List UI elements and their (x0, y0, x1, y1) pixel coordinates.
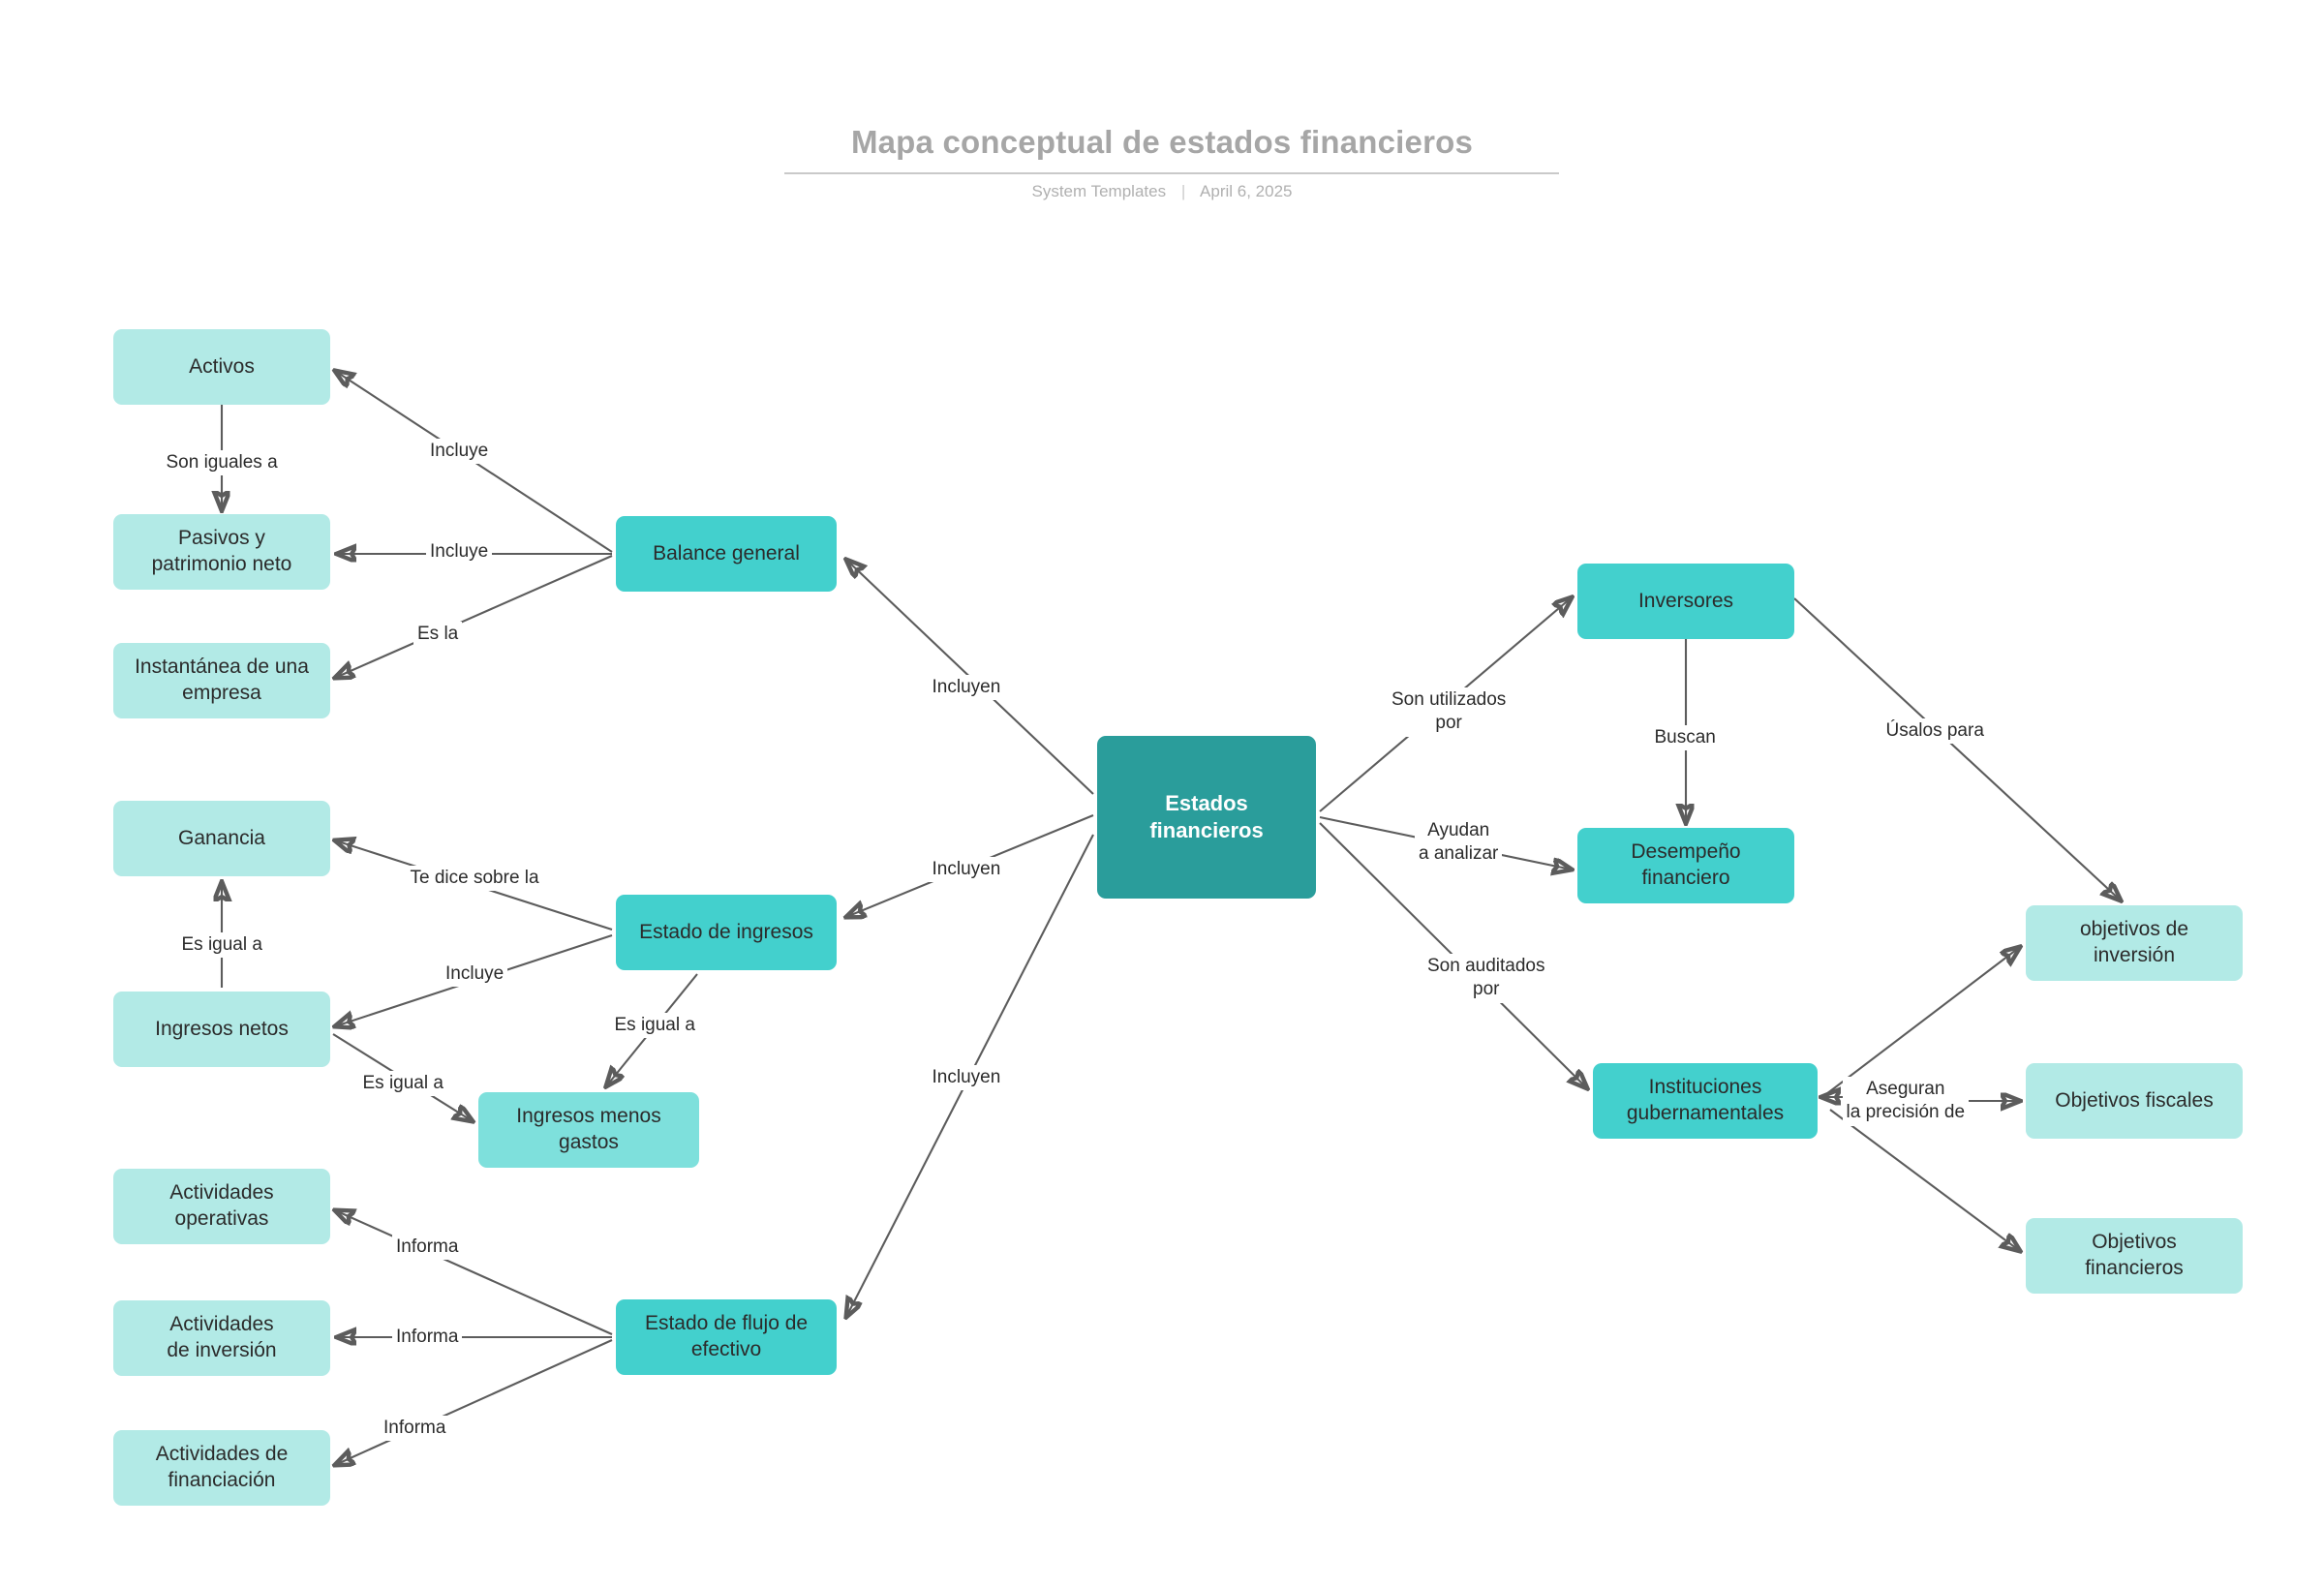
edge-label-e-netos-menos: Es igual a (358, 1070, 447, 1097)
edge-label-e-balance-activos: Incluye (426, 438, 493, 465)
edge-aseguran-obj-financieros (1829, 1109, 2020, 1251)
node-balance[interactable]: Balance general (616, 516, 837, 592)
edge-label-e-flujo-oper: Informa (392, 1234, 463, 1261)
page-title: Mapa conceptual de estados financieros (850, 124, 1474, 160)
edge-flujo-operativas (335, 1210, 613, 1335)
edge-label-e-estados-ingresos: Incluyen (928, 856, 1005, 883)
edge-label-e-balance-instant: Es la (413, 621, 463, 648)
node-label: Balance general (653, 541, 800, 565)
edge-label-e-flujo-fin: Informa (380, 1415, 450, 1442)
node-inversores[interactable]: Inversores (1577, 564, 1794, 639)
node-label: Inversores (1637, 589, 1734, 612)
date-label: April 6, 2025 (1200, 182, 1293, 200)
node-activos[interactable]: Activos (113, 329, 330, 405)
node-label: Activos (189, 354, 255, 378)
title-divider (784, 172, 1559, 174)
node-label: Ingresos netos (155, 1017, 289, 1040)
node-label: Estado de ingresos (639, 920, 813, 943)
edge-label-e-estados-balance: Incluyen (928, 674, 1005, 701)
edge-aseguran-obj-inversion (1825, 947, 2020, 1095)
page-subtitle: System Templates | April 6, 2025 (0, 182, 2324, 201)
edge-label-e-netos-ganancia: Es igual a (177, 931, 266, 959)
node-ingresos-netos[interactable]: Ingresos netos (113, 992, 330, 1067)
edge-usalos-para (1793, 597, 2121, 900)
edge-label-e-inversores-desemp: Buscan (1650, 724, 1720, 751)
edge-label-e-ing-netos: Incluye (442, 961, 508, 988)
edge-label-e-balance-pasivos: Incluye (426, 538, 493, 565)
page-header: Mapa conceptual de estados financieros (0, 0, 2324, 172)
node-label: Objetivos fiscales (2055, 1088, 2214, 1112)
node-label: Ganancia (178, 826, 265, 849)
node-obj-fiscales[interactable]: Objetivos fiscales (2026, 1063, 2243, 1139)
node-ganancia[interactable]: Ganancia (113, 801, 330, 876)
edge-balance-instantanea (335, 555, 613, 678)
subtitle-separator: | (1180, 182, 1186, 200)
edge-label-e-flujo-inv: Informa (392, 1324, 463, 1351)
edges-group (222, 371, 2121, 1465)
edge-flujo-financiacion (335, 1339, 613, 1465)
node-estado-ingresos[interactable]: Estado de ingresos (616, 895, 837, 970)
edge-label-e-ing-menos: Es igual a (610, 1012, 699, 1039)
edge-label-e-activos-pasivos: Son iguales a (162, 449, 282, 476)
edge-label-e-ing-ganancia: Te dice sobre la (406, 865, 543, 892)
author-label: System Templates (1031, 182, 1167, 200)
edge-label-e-inversores-obj: Úsalos para (1881, 717, 1988, 745)
edge-label-e-estados-flujo: Incluyen (928, 1064, 1005, 1091)
